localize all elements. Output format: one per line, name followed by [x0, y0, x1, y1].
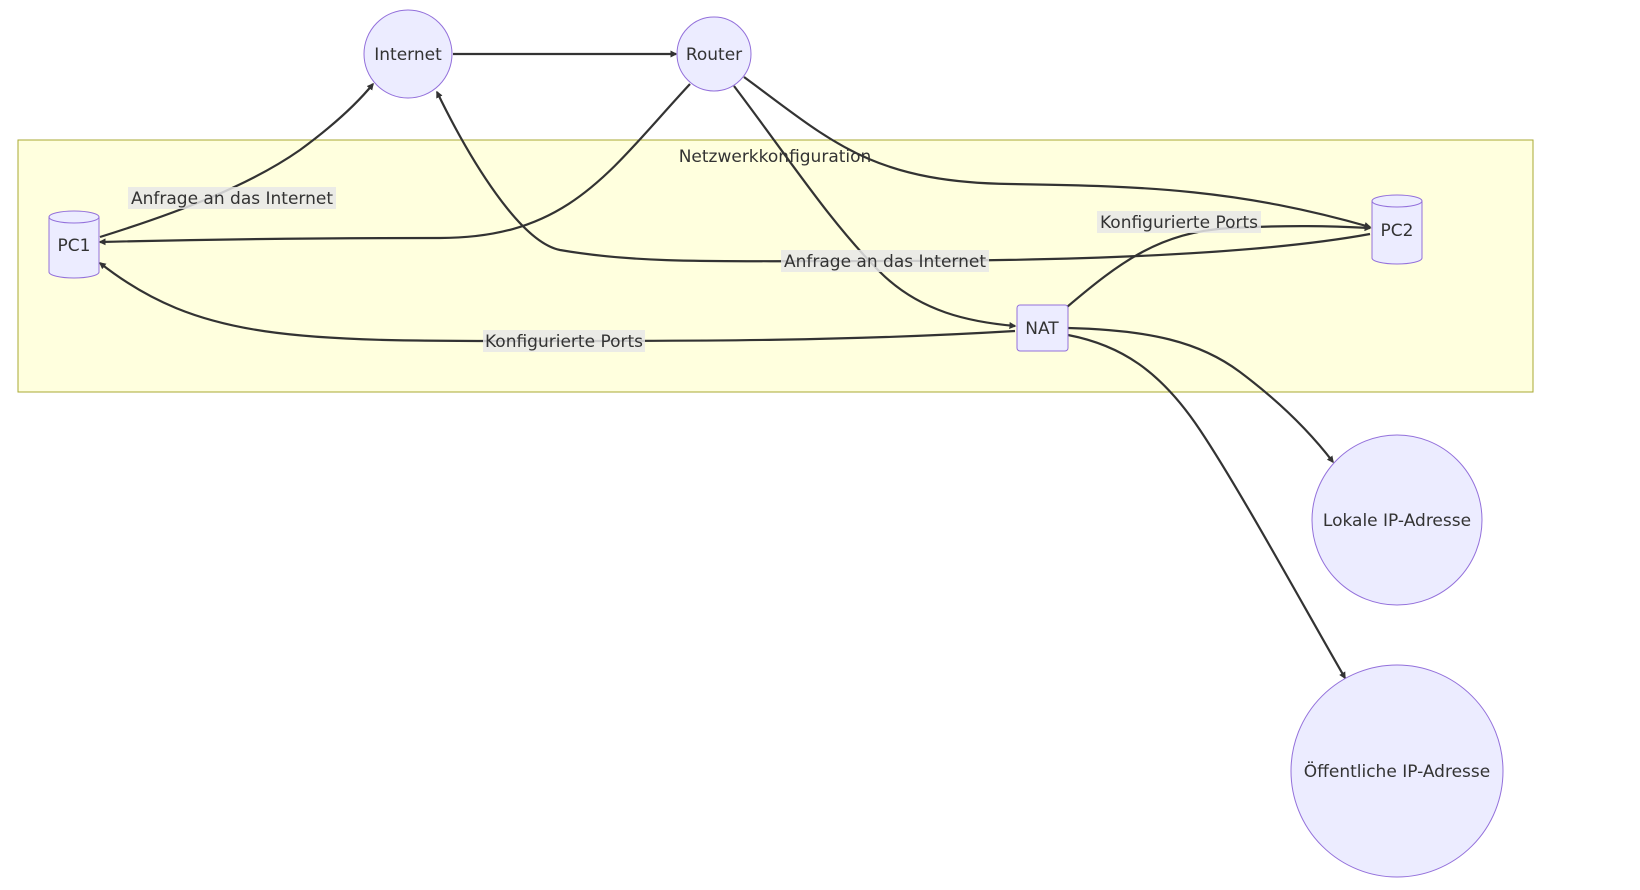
- edge-pc1-internet: [99, 82, 374, 239]
- edge-label-pc2-internet: Anfrage an das Internet: [781, 250, 989, 272]
- edge-nat-public-ip: [1067, 333, 1346, 680]
- node-nat-label: NAT: [1025, 319, 1059, 339]
- node-router[interactable]: Router: [676, 16, 752, 92]
- cluster-netzwerkkonfiguration: Netzwerkkonfiguration: [17, 139, 1534, 393]
- nodes: Internet Router PC1 PC2 NAT Lokale IP-Ad…: [48, 9, 1504, 878]
- edge-router-pc2: [743, 76, 1372, 229]
- node-local-ip[interactable]: Lokale IP-Adresse: [1311, 434, 1483, 606]
- cluster-box: [17, 139, 1534, 393]
- edge-label-text: Konfigurierte Ports: [1100, 213, 1258, 233]
- node-nat[interactable]: NAT: [1016, 304, 1069, 352]
- edge-nat-local-ip: [1067, 326, 1334, 464]
- edge-label-text: Anfrage an das Internet: [131, 189, 333, 209]
- node-local-ip-label: Lokale IP-Adresse: [1323, 511, 1471, 531]
- edge-label-pc1-internet: Anfrage an das Internet: [128, 187, 336, 209]
- edge-labels: Anfrage an das Internet Anfrage an das I…: [128, 187, 1261, 352]
- edge-label-text: Anfrage an das Internet: [784, 252, 986, 272]
- node-pc1[interactable]: PC1: [48, 210, 100, 279]
- edge-label-nat-pc2: Konfigurierte Ports: [1097, 211, 1261, 233]
- edge-router-pc1: [98, 83, 691, 246]
- edge-pc2-internet: [436, 90, 1371, 263]
- node-router-label: Router: [686, 45, 742, 65]
- node-pc2-label: PC2: [1381, 221, 1414, 241]
- node-internet-label: Internet: [374, 45, 442, 65]
- edge-label-nat-pc1: Konfigurierte Ports: [483, 330, 645, 352]
- node-public-ip-label: Öffentliche IP-Adresse: [1304, 760, 1490, 782]
- node-pc1-label: PC1: [58, 236, 91, 256]
- node-pc2[interactable]: PC2: [1371, 194, 1423, 265]
- cluster-label: Netzwerkkonfiguration: [679, 147, 872, 167]
- node-public-ip[interactable]: Öffentliche IP-Adresse: [1290, 664, 1504, 878]
- edge-label-text: Konfigurierte Ports: [485, 332, 643, 352]
- node-internet[interactable]: Internet: [363, 9, 453, 99]
